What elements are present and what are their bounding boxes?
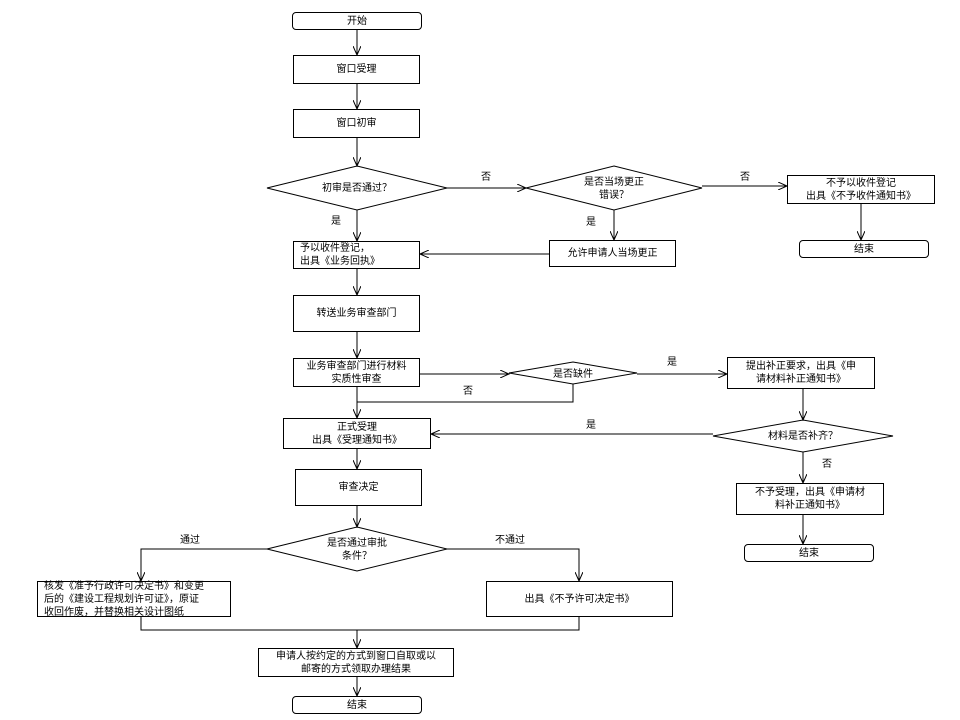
decision-conditions-label: 是否缺件	[553, 368, 593, 380]
end-node-2: 结束	[744, 544, 874, 562]
allow-correction-node: 允许申请人当场更正	[549, 240, 676, 267]
edge-label-supplemented-yes: 是	[586, 420, 596, 431]
edge-label-approval-not-pass: 不通过	[495, 535, 525, 546]
decision-approval-shape	[266, 526, 448, 572]
edge-label-initial-no: 否	[481, 172, 491, 183]
decision-supplemented-label: 材料是否补齐？	[768, 430, 838, 442]
edge-label-supplemented-no: 否	[822, 459, 832, 470]
decision-approval-label: 是否通过审批 条件？	[327, 538, 387, 562]
review-decision-node: 审查决定	[295, 469, 422, 506]
transfer-dept-node: 转送业务审查部门	[293, 295, 420, 332]
not-accept-node: 不予受理，出具《申请材 料补正通知书》	[736, 483, 884, 515]
formal-accept-node: 正式受理 出具《受理通知书》	[283, 418, 431, 449]
not-accept-register-node: 不予以收件登记 出具《不予收件通知书》	[787, 175, 935, 204]
start-node: 开始	[292, 12, 422, 30]
edge-label-conditions-yes: 是	[667, 357, 677, 368]
window-accept-node: 窗口受理	[293, 55, 420, 84]
edge-label-correct-yes: 是	[586, 217, 596, 228]
issue-denial-node: 出具《不予许可决定书》	[486, 581, 673, 617]
issue-permit-node: 核发《准予行政许可决定书》和变更 后的《建设工程规划许可证》，原证 收回作废，并…	[37, 581, 231, 618]
decision-initial-pass-label: 初审是否通过？	[322, 182, 392, 194]
request-supplement-node: 提出补正要求，出具《申 请材料补正通知书》	[727, 357, 875, 389]
edge-label-approval-pass: 通过	[180, 535, 200, 546]
end-node-3: 结束	[292, 696, 422, 714]
collect-result-node: 申请人按约定的方式到窗口自取或以 邮寄的方式领取办理结果	[258, 648, 454, 677]
edge-label-correct-no: 否	[740, 172, 750, 183]
accept-register-node: 予以收件登记， 出具《业务回执》	[293, 241, 420, 269]
end-node-1: 结束	[799, 240, 929, 258]
window-initial-review-node: 窗口初审	[293, 109, 420, 138]
material-review-node: 业务审查部门进行材料 实质性审查	[293, 358, 420, 387]
edge-label-conditions-no: 否	[463, 386, 473, 397]
decision-correct-onsite-label: 是否当场更正 错误？	[584, 177, 644, 201]
edge-label-initial-yes: 是	[331, 216, 341, 227]
